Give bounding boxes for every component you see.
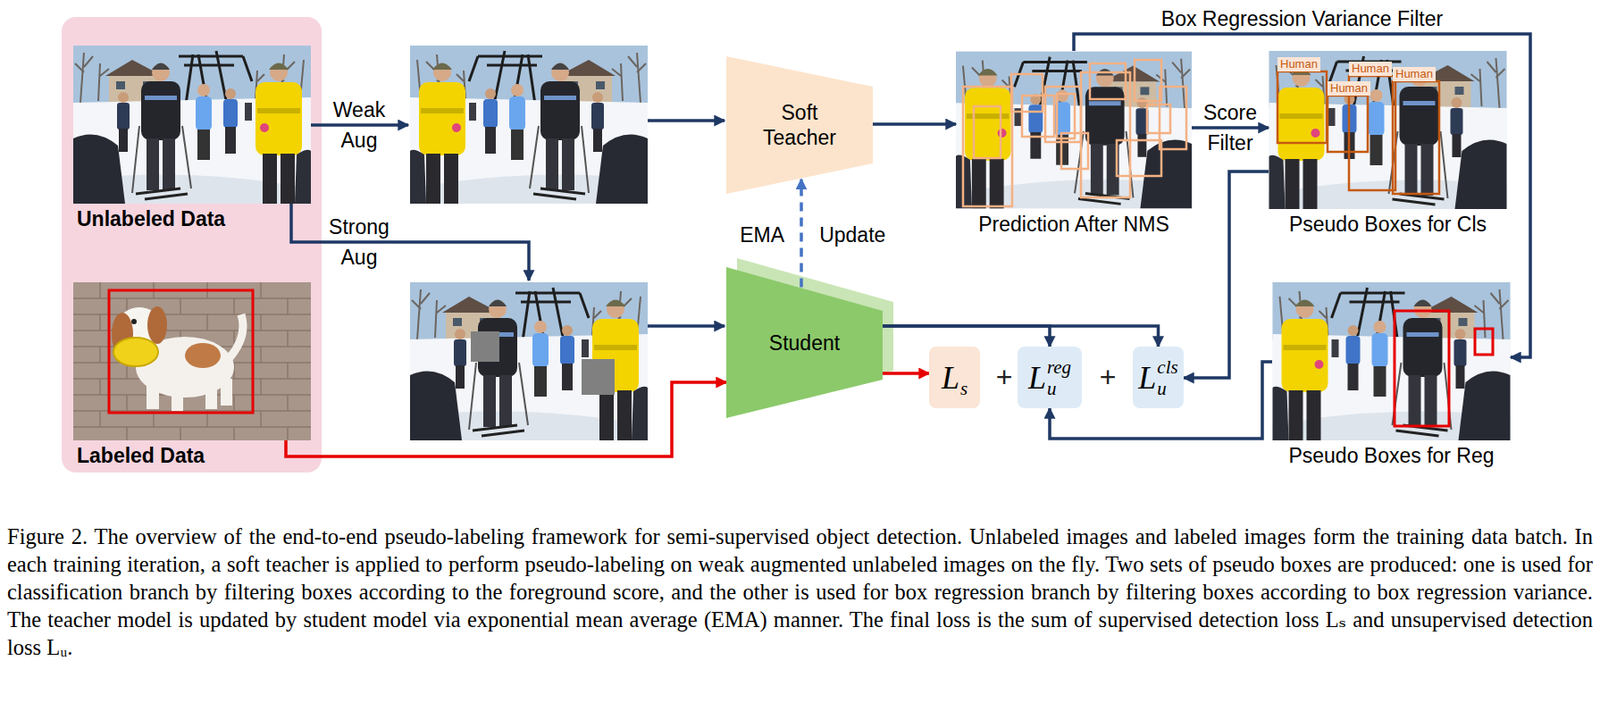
- loss-box: Ls: [929, 346, 981, 409]
- script-column: s: [960, 358, 968, 398]
- class-tag: Human: [1392, 67, 1436, 82]
- teacher-model: Soft Teacher: [726, 56, 873, 194]
- class-tag: Human: [1327, 81, 1371, 96]
- image-frame: Prediction After NMS: [955, 50, 1192, 210]
- image-caption: Labeled Data: [76, 443, 205, 469]
- connector: [882, 326, 1159, 347]
- math-symbol: L: [1138, 360, 1157, 396]
- trapezoid-outline: [726, 56, 873, 194]
- script-column: cls u: [1156, 358, 1178, 398]
- math-subscript: u: [1156, 379, 1178, 398]
- script-column: reg u: [1047, 358, 1072, 398]
- image-frame: Unlabeled Data: [73, 45, 311, 204]
- model-label: Soft Teacher: [762, 100, 837, 151]
- math-superscript: reg: [1047, 358, 1072, 377]
- connector: [1183, 171, 1269, 378]
- math-subscript: u: [1047, 379, 1072, 398]
- trapezoid-shape: [726, 267, 883, 419]
- figure-caption: Figure 2. The overview of the end-to-end…: [7, 522, 1593, 662]
- image-caption: Unlabeled Data: [76, 206, 226, 232]
- class-tag: Human: [1277, 57, 1321, 72]
- plus-sign: +: [1099, 360, 1117, 394]
- image-frame: Labeled Data: [73, 282, 311, 441]
- augment-label: Weak Aug: [333, 94, 386, 156]
- class-tag: Human: [1348, 61, 1392, 76]
- augment-label: Strong Aug: [328, 211, 390, 273]
- model-label: Student: [769, 330, 840, 356]
- filter-label: Box Regression Variance Filter: [1161, 7, 1443, 31]
- image-frame: Pseudo Boxes for Reg: [1272, 282, 1511, 441]
- update-label: EMA Update: [739, 222, 886, 248]
- image-caption: Prediction After NMS: [978, 211, 1169, 237]
- connector: [872, 122, 956, 126]
- image-caption: Pseudo Boxes for Reg: [1288, 443, 1494, 469]
- math-superscript: cls: [1156, 358, 1178, 377]
- connector: [1073, 33, 1531, 358]
- student-model: Student: [726, 267, 883, 419]
- trapezoid-shape: [726, 56, 873, 194]
- math-subscript: s: [960, 379, 968, 398]
- image-caption: Pseudo Boxes for Cls: [1289, 211, 1487, 237]
- loss-box: Lreg u: [1017, 346, 1082, 409]
- loss-box: Lcls u: [1132, 346, 1184, 409]
- plus-sign: +: [996, 360, 1014, 394]
- math-symbol: L: [1028, 360, 1047, 396]
- connector: [882, 326, 1050, 347]
- connector: [285, 382, 727, 457]
- connector: [882, 371, 930, 376]
- connector: [1191, 125, 1269, 130]
- filter-label: Score Filter: [1203, 97, 1257, 159]
- math-symbol: L: [941, 360, 960, 396]
